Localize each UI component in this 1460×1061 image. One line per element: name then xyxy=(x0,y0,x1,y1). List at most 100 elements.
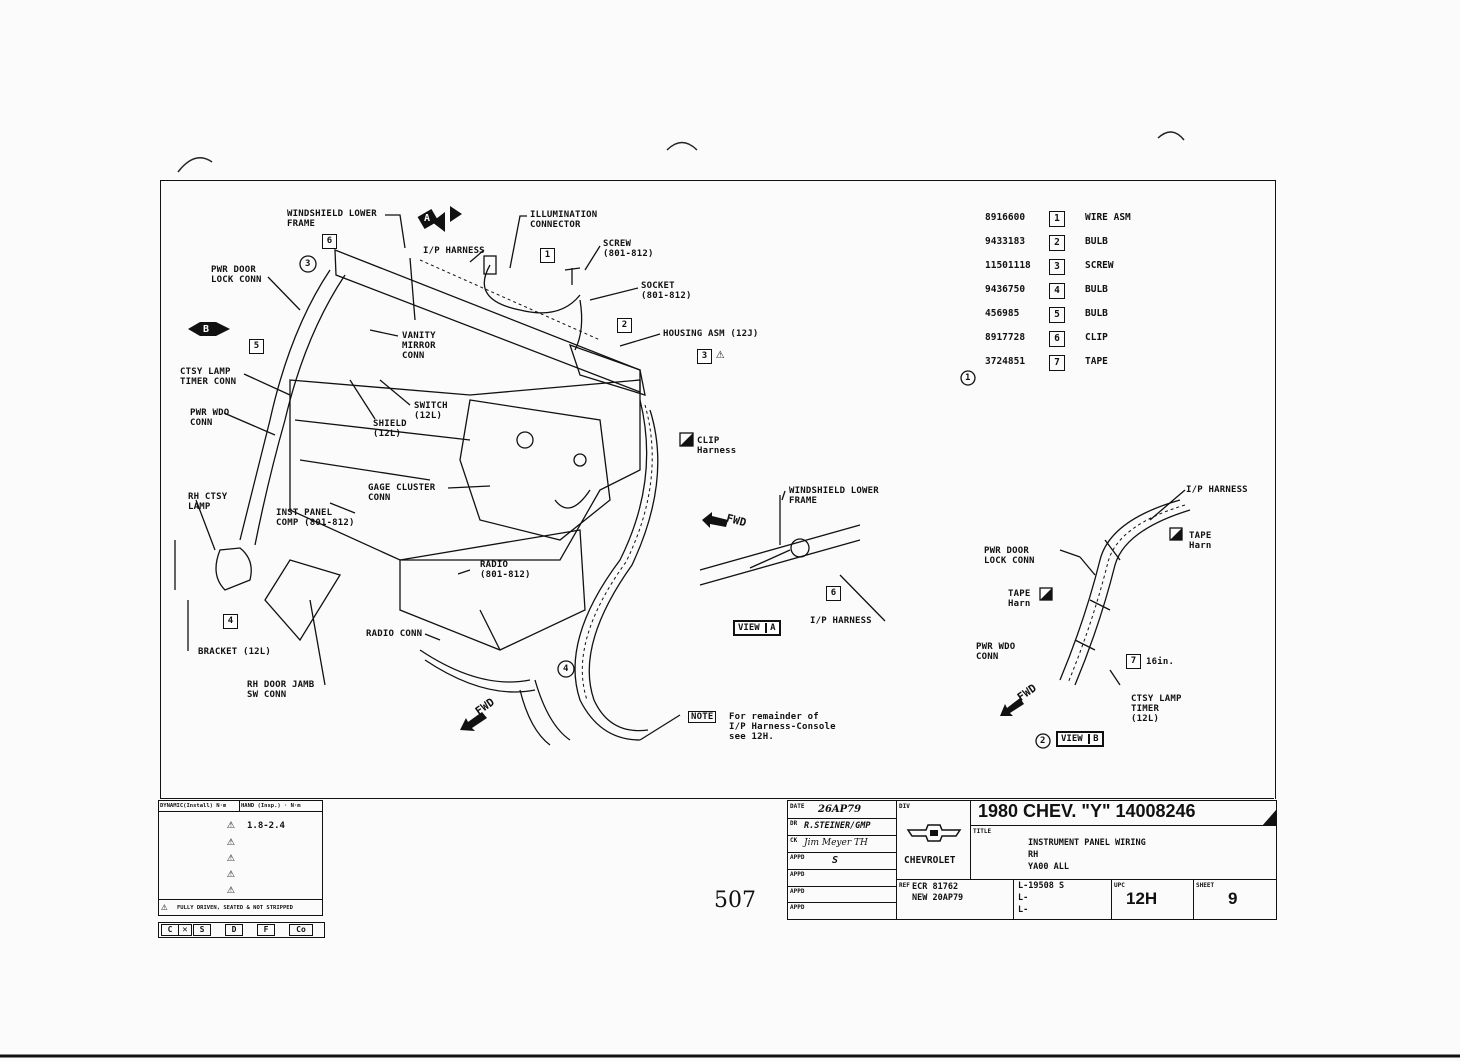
callout-ip-harness: I/P HARNESS xyxy=(423,246,485,256)
upc-value: 12H xyxy=(1126,889,1158,908)
part-item: 2 xyxy=(1049,235,1065,251)
tb-sheet-divider xyxy=(1193,879,1194,919)
callout-pwr-wdo-conn: PWR WDO CONN xyxy=(190,408,230,428)
callout-shield: SHIELD (12L) xyxy=(373,419,407,439)
view-b-pwr-wdo-conn: PWR WDO CONN xyxy=(976,642,1016,662)
item-box-1: 1 xyxy=(540,248,555,263)
upc-label: UPC xyxy=(1114,882,1125,889)
torque-header-right: HAND (Insp.) · N·m xyxy=(241,803,301,809)
part-desc: WIRE ASM xyxy=(1085,212,1131,223)
part-item: 3 xyxy=(1049,259,1065,275)
callout-housing-asm: HOUSING ASM (12J) xyxy=(663,329,759,339)
appd-label-3: APPD xyxy=(790,888,805,895)
tb-row-rule xyxy=(788,869,896,870)
part-item: 6 xyxy=(1049,331,1065,347)
tb-div-rule xyxy=(896,879,1276,880)
date-label: DATE xyxy=(790,803,805,810)
appd-label-4: APPD xyxy=(790,904,805,911)
callout-rh-ctsy-lamp: RH CTSY LAMP xyxy=(188,492,228,512)
circle-note-1: 1 xyxy=(965,373,971,383)
page-number: 507 xyxy=(714,888,756,913)
torque-block: DYNAMIC(Install) N·m HAND (Insp.) · N·m … xyxy=(158,800,323,916)
tb-upc-divider xyxy=(1111,879,1112,919)
sheet-value: 9 xyxy=(1228,889,1238,908)
inspection-box: Co xyxy=(289,924,313,936)
torque-footnote-rule xyxy=(159,899,322,900)
tb-row-rule xyxy=(788,835,896,836)
tb-row-rule xyxy=(788,902,896,903)
drawing-title-main: 1980 CHEV. "Y" 14008246 xyxy=(978,801,1196,821)
warning-triangle-2: ⚠ xyxy=(227,834,235,849)
callout-radio-conn: RADIO CONN xyxy=(366,629,423,639)
callout-inst-panel-comp: INST PANEL COMP (801-812) xyxy=(276,508,355,528)
circle-note-4: 4 xyxy=(563,664,569,674)
ref-line-1: ECR 81762 xyxy=(912,882,959,892)
part-number: 8917728 xyxy=(985,332,1026,343)
item-box-7-view-b: 7 xyxy=(1126,654,1141,669)
torque-header-divider xyxy=(239,801,240,811)
ref-label: REF xyxy=(899,882,910,889)
tb-title-rule xyxy=(970,825,1276,826)
l-line-3: L- xyxy=(1018,905,1029,915)
title-line-3: YA00 ALL xyxy=(1028,862,1069,872)
l-line-2: L- xyxy=(1018,893,1029,903)
part-desc: TAPE xyxy=(1085,356,1108,367)
division-name: CHEVROLET xyxy=(904,855,956,866)
view-b-word: VIEW xyxy=(1061,734,1083,744)
callout-gage-cluster-conn: GAGE CLUSTER CONN xyxy=(368,483,436,503)
view-b-marker: B xyxy=(203,324,210,335)
warning-triangle-1: ⚠ xyxy=(227,817,235,832)
inspection-box: S xyxy=(193,924,211,936)
inspection-box: F xyxy=(257,924,275,936)
part-desc: BULB xyxy=(1085,284,1108,295)
item-box-2: 2 xyxy=(617,318,632,333)
ck-signature: Jim Meyer TH xyxy=(804,838,868,848)
view-a-caption: VIEW A xyxy=(733,620,781,636)
part-item: 4 xyxy=(1049,283,1065,299)
appd-label-2: APPD xyxy=(790,871,805,878)
part-item: 1 xyxy=(1049,211,1065,227)
ck-label: CK xyxy=(790,837,798,844)
item-box-6: 6 xyxy=(322,234,337,249)
title-line-2: RH xyxy=(1028,850,1039,860)
warning-triangle-3: ⚠ xyxy=(716,346,725,362)
drawn-label: DR xyxy=(790,820,798,827)
tb-row-rule xyxy=(788,886,896,887)
part-number: 9436750 xyxy=(985,284,1026,295)
part-desc: SCREW xyxy=(1085,260,1114,271)
view-b-caption: VIEW B xyxy=(1056,731,1104,747)
circle-note-3: 3 xyxy=(305,259,311,269)
circle-note-2: 2 xyxy=(1040,736,1046,746)
part-number: 3724851 xyxy=(985,356,1026,367)
callout-rh-door-jamb: RH DOOR JAMB SW CONN xyxy=(247,680,315,700)
l-line-1: L-19508 S xyxy=(1018,881,1065,891)
part-number: 11501118 xyxy=(985,260,1031,271)
torque-footnote: FULLY DRIVEN, SEATED & NOT STRIPPED xyxy=(177,905,293,911)
view-b-ctsy-lamp-timer: CTSY LAMP TIMER (12L) xyxy=(1131,694,1182,724)
inspection-box: D xyxy=(225,924,243,936)
callout-vanity-mirror-conn: VANITY MIRROR CONN xyxy=(402,331,436,361)
view-b-tape-harn-2: TAPE Harn xyxy=(1008,589,1031,609)
view-a-marker: A xyxy=(424,213,431,224)
callout-bracket: BRACKET (12L) xyxy=(198,647,272,657)
callout-socket: SOCKET (801-812) xyxy=(641,281,692,301)
inspection-box: C xyxy=(161,924,179,936)
part-number: 9433183 xyxy=(985,236,1026,247)
part-item: 7 xyxy=(1049,355,1065,371)
view-b-tape-harn-1: TAPE Harn xyxy=(1189,531,1212,551)
sheet-label: SHEET xyxy=(1196,882,1215,889)
title-corner-mark xyxy=(1262,810,1276,826)
ref-line-2: NEW 20AP79 xyxy=(912,893,964,903)
view-a-letter: A xyxy=(765,623,776,633)
warning-triangle-4: ⚠ xyxy=(227,866,235,881)
part-item: 5 xyxy=(1049,307,1065,323)
item-box-4: 4 xyxy=(223,614,238,629)
part-desc: BULB xyxy=(1085,236,1108,247)
view-b-ip-harness-label: I/P HARNESS xyxy=(1186,485,1248,495)
torque-header-rule xyxy=(159,811,322,812)
item-box-6-view-a: 6 xyxy=(826,586,841,601)
view-a-ip-harness-label: I/P HARNESS xyxy=(810,616,872,626)
part-desc: BULB xyxy=(1085,308,1108,319)
